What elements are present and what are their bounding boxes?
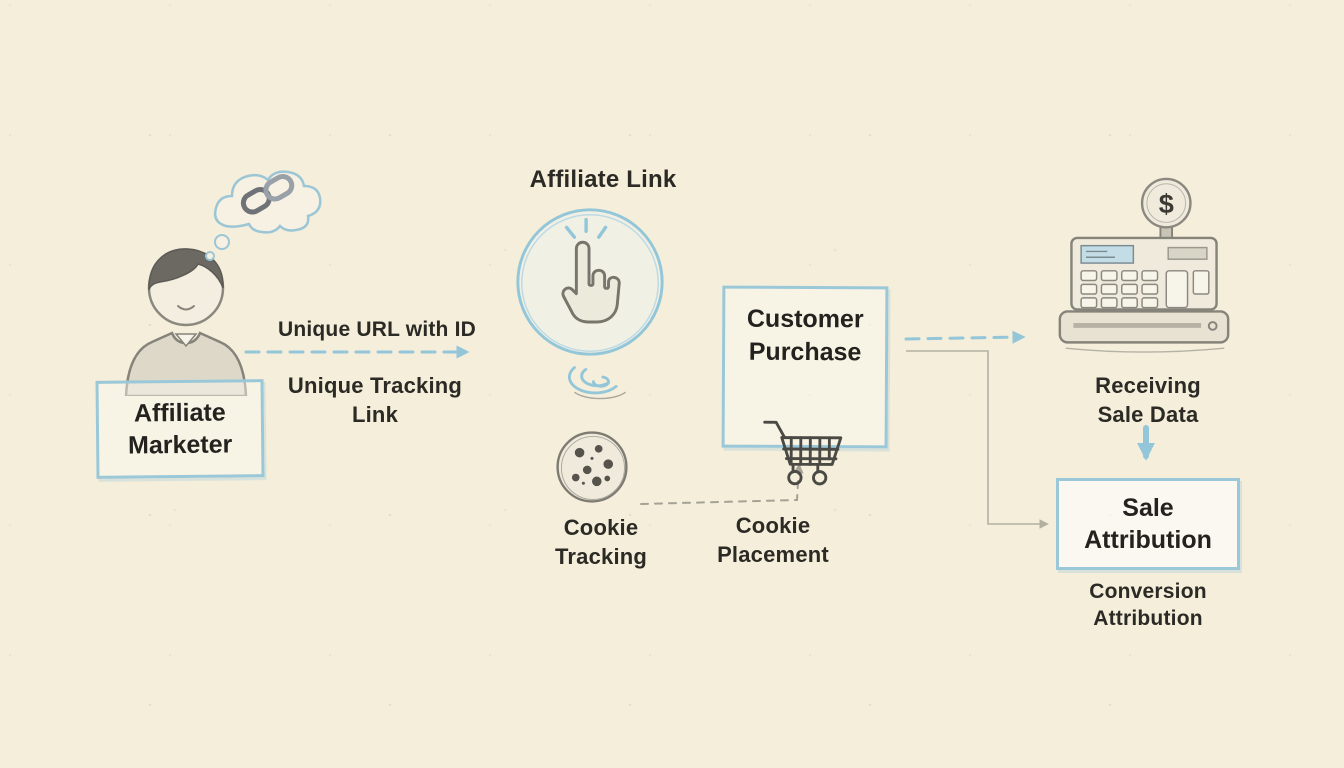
register-keypad (1080, 270, 1210, 309)
receiving-sale-data-label: Receiving Sale Data (1095, 373, 1201, 427)
person-hair (148, 248, 224, 291)
unique-tracking-link-label: Unique Tracking Link (287, 373, 463, 427)
cash-register-icon: $ (1052, 176, 1236, 354)
affiliate-marketer-figure (98, 236, 268, 396)
affiliate-marketer-box: Affiliate Marketer (95, 379, 265, 479)
register-shadow-line (1065, 347, 1225, 353)
register-medallion-inner (1146, 183, 1187, 223)
register-drawer-knob (1207, 321, 1218, 331)
register-display-lines (1085, 250, 1115, 258)
customer-purchase-box: Customer Purchase (721, 285, 889, 485)
unique-url-label: Unique URL with ID (277, 318, 477, 341)
shopping-cart-icon (756, 378, 853, 524)
person-collar (174, 333, 198, 348)
cookie-body (556, 431, 628, 503)
cookie-inner-outline (560, 435, 625, 500)
chain-link-icon (240, 174, 295, 215)
thought-bubble (196, 146, 336, 270)
click-rays (564, 217, 608, 239)
click-circle-inner-outline (521, 213, 659, 352)
affiliate-link-title: Affiliate Link (529, 166, 677, 193)
sale-attribution-box: Sale Attribution (1056, 478, 1240, 570)
register-display (1080, 244, 1135, 264)
thought-trail-dot-small (205, 251, 215, 261)
affiliate-marketer-label: Affiliate Marketer (127, 398, 233, 460)
spiral-icon (548, 348, 652, 406)
register-drawer-slot (1073, 323, 1202, 328)
person-smile (177, 305, 195, 311)
sale-attribution-label: Sale Attribution (1084, 493, 1212, 555)
register-dollar-medallion (1140, 177, 1192, 229)
affiliate-link-click-icon (512, 204, 668, 360)
customer-purchase-label: Customer Purchase (746, 304, 864, 366)
thought-trail-dot (214, 234, 230, 250)
cookie-placement-label: Cookie Placement (717, 513, 829, 567)
cookie-chips (571, 445, 614, 487)
purchase-to-attribution-connector (906, 350, 1049, 529)
cookie-icon (549, 424, 635, 510)
conversion-attribution-label: Conversion Attribution (1089, 580, 1207, 631)
spiral-shadow-line (574, 391, 626, 400)
spiral-strokes (568, 366, 618, 395)
purchase-to-register-arrow (904, 330, 1026, 344)
dollar-sign: $ (1159, 188, 1174, 219)
cookie-tracking-label: Cookie Tracking (554, 515, 648, 569)
click-hand-icon (561, 240, 621, 324)
register-brand-plate (1167, 246, 1208, 260)
